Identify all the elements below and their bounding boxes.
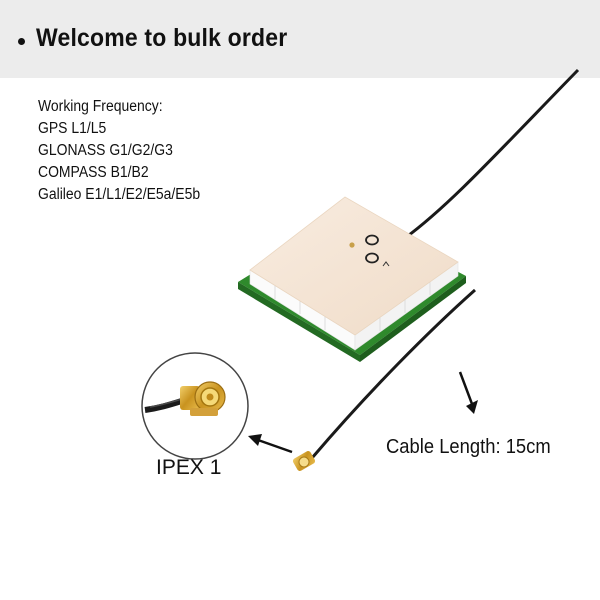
feed-point (349, 242, 355, 248)
banner-title: Welcome to bulk order (36, 24, 288, 52)
header-banner: Welcome to bulk order (0, 0, 600, 78)
frequency-line-galileo: Galileo E1/L1/E2/E5a/E5b (38, 186, 201, 203)
frequency-line-compass: COMPASS B1/B2 (38, 164, 149, 181)
arrow-icon (458, 371, 478, 414)
antenna-module (238, 196, 466, 362)
ipex-connector (292, 451, 316, 471)
ipex-label: IPEX 1 (156, 456, 222, 479)
arrow-left-icon (248, 434, 293, 454)
frequency-heading: Working Frequency: (38, 98, 163, 115)
bullet-icon (18, 38, 25, 45)
cable-length-label: Cable Length: 15cm (386, 436, 551, 458)
lower-cable (310, 288, 476, 459)
ipex-closeup (141, 352, 249, 460)
upper-cable (404, 68, 580, 240)
frequency-line-gps: GPS L1/L5 (38, 120, 107, 137)
frequency-line-glonass: GLONASS G1/G2/G3 (38, 142, 173, 159)
working-frequency-block: Working Frequency: GPS L1/L5 GLONASS G1/… (38, 96, 200, 206)
ceramic-patch (249, 196, 459, 336)
